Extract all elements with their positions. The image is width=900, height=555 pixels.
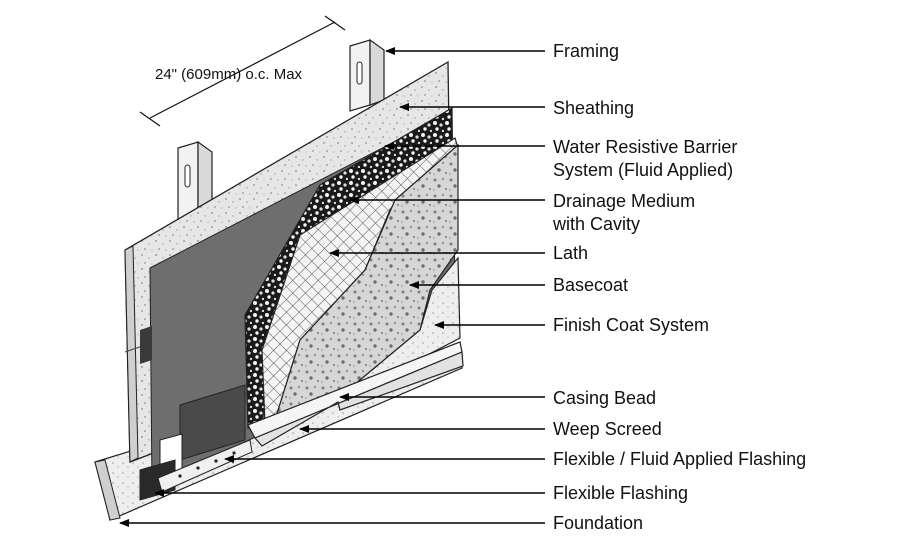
label-finish-coat: Finish Coat System (553, 315, 710, 335)
label-flexible-fluid-flashing: Flexible / Fluid Applied Flashing (553, 449, 807, 469)
label-sheathing: Sheathing (553, 98, 635, 118)
label-weep-screed: Weep Screed (553, 419, 662, 439)
label-foundation: Foundation (553, 513, 644, 533)
label-wrb-line2: System (Fluid Applied) (553, 160, 734, 180)
dimension-label: 24" (609mm) o.c. Max (155, 66, 303, 83)
label-flexible-flashing: Flexible Flashing (553, 483, 689, 503)
label-wrb-line1: Water Resistive Barrier (553, 137, 738, 157)
label-framing: Framing (553, 41, 620, 61)
framing-studs (177, 38, 385, 222)
label-drainage-line2: with Cavity (553, 214, 641, 234)
label-basecoat: Basecoat (553, 275, 629, 295)
label-drainage-line1: Drainage Medium (553, 191, 696, 211)
leader-lines (119, 47, 545, 527)
casing-bead-weep-screed (157, 341, 464, 493)
label-lath: Lath (553, 243, 589, 263)
dimension-line (139, 15, 346, 127)
label-casing-bead: Casing Bead (553, 388, 657, 408)
